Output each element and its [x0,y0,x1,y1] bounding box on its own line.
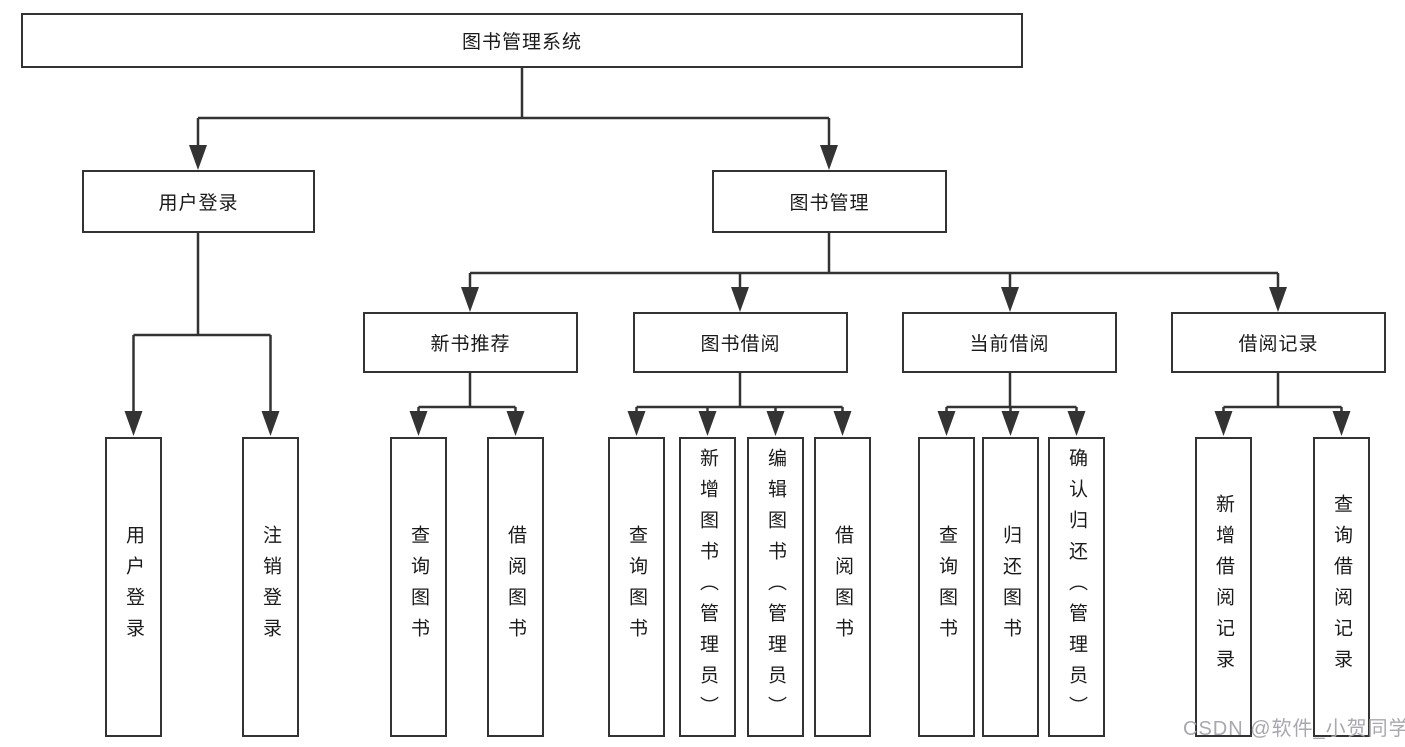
node-leaf-add-book-admin-label: 新增图书（管理员） [697,447,718,727]
node-leaf-add-book-admin: 新增图书（管理员） [679,437,736,737]
node-book-borrow-label: 图书借阅 [700,334,781,355]
node-book-management-label: 图书管理 [789,193,870,214]
node-new-book-recommend: 新书推荐 [363,312,578,373]
node-leaf-user-login-label: 用户登录 [123,525,144,649]
node-leaf-query-books-recommend-label: 查询图书 [408,525,429,649]
node-leaf-return-book-label: 归还图书 [1000,525,1021,649]
node-leaf-logout: 注销登录 [242,437,299,737]
node-leaf-add-borrow-record-label: 新增借阅记录 [1213,494,1234,680]
node-leaf-confirm-return-admin: 确认归还（管理员） [1048,437,1105,737]
node-current-borrow-label: 当前借阅 [969,334,1050,355]
node-leaf-user-login: 用户登录 [105,437,162,737]
node-user-login: 用户登录 [82,170,315,233]
node-book-management: 图书管理 [712,170,947,233]
node-leaf-query-books-borrow-label: 查询图书 [626,525,647,649]
node-leaf-query-books-current: 查询图书 [918,437,975,737]
node-leaf-return-book: 归还图书 [982,437,1039,737]
node-user-login-label: 用户登录 [158,193,239,214]
node-leaf-logout-label: 注销登录 [260,525,281,649]
csdn-watermark: CSDN @软件_小贺同学 [1183,718,1405,740]
node-leaf-query-books-recommend: 查询图书 [390,437,447,737]
node-leaf-query-books-current-label: 查询图书 [936,525,957,649]
node-book-borrow: 图书借阅 [633,312,848,373]
node-leaf-borrow-books: 借阅图书 [814,437,871,737]
node-leaf-edit-book-admin-label: 编辑图书（管理员） [765,447,786,727]
node-borrow-records: 借阅记录 [1171,312,1386,373]
node-leaf-query-borrow-record: 查询借阅记录 [1313,437,1370,737]
connector-paths [132,68,1343,429]
node-library-system-label: 图书管理系统 [461,32,582,53]
node-borrow-records-label: 借阅记录 [1238,334,1319,355]
node-leaf-query-borrow-record-label: 查询借阅记录 [1331,494,1352,680]
node-leaf-edit-book-admin: 编辑图书（管理员） [747,437,804,737]
node-leaf-borrow-books-recommend: 借阅图书 [487,437,544,737]
node-leaf-borrow-books-label: 借阅图书 [832,525,853,649]
node-leaf-add-borrow-record: 新增借阅记录 [1195,437,1252,737]
node-leaf-confirm-return-admin-label: 确认归还（管理员） [1066,447,1087,727]
node-leaf-query-books-borrow: 查询图书 [608,437,665,737]
node-library-system: 图书管理系统 [21,13,1023,68]
node-new-book-recommend-label: 新书推荐 [430,334,511,355]
arrowheads [124,145,1351,436]
node-leaf-borrow-books-recommend-label: 借阅图书 [505,525,526,649]
node-current-borrow: 当前借阅 [902,312,1117,373]
